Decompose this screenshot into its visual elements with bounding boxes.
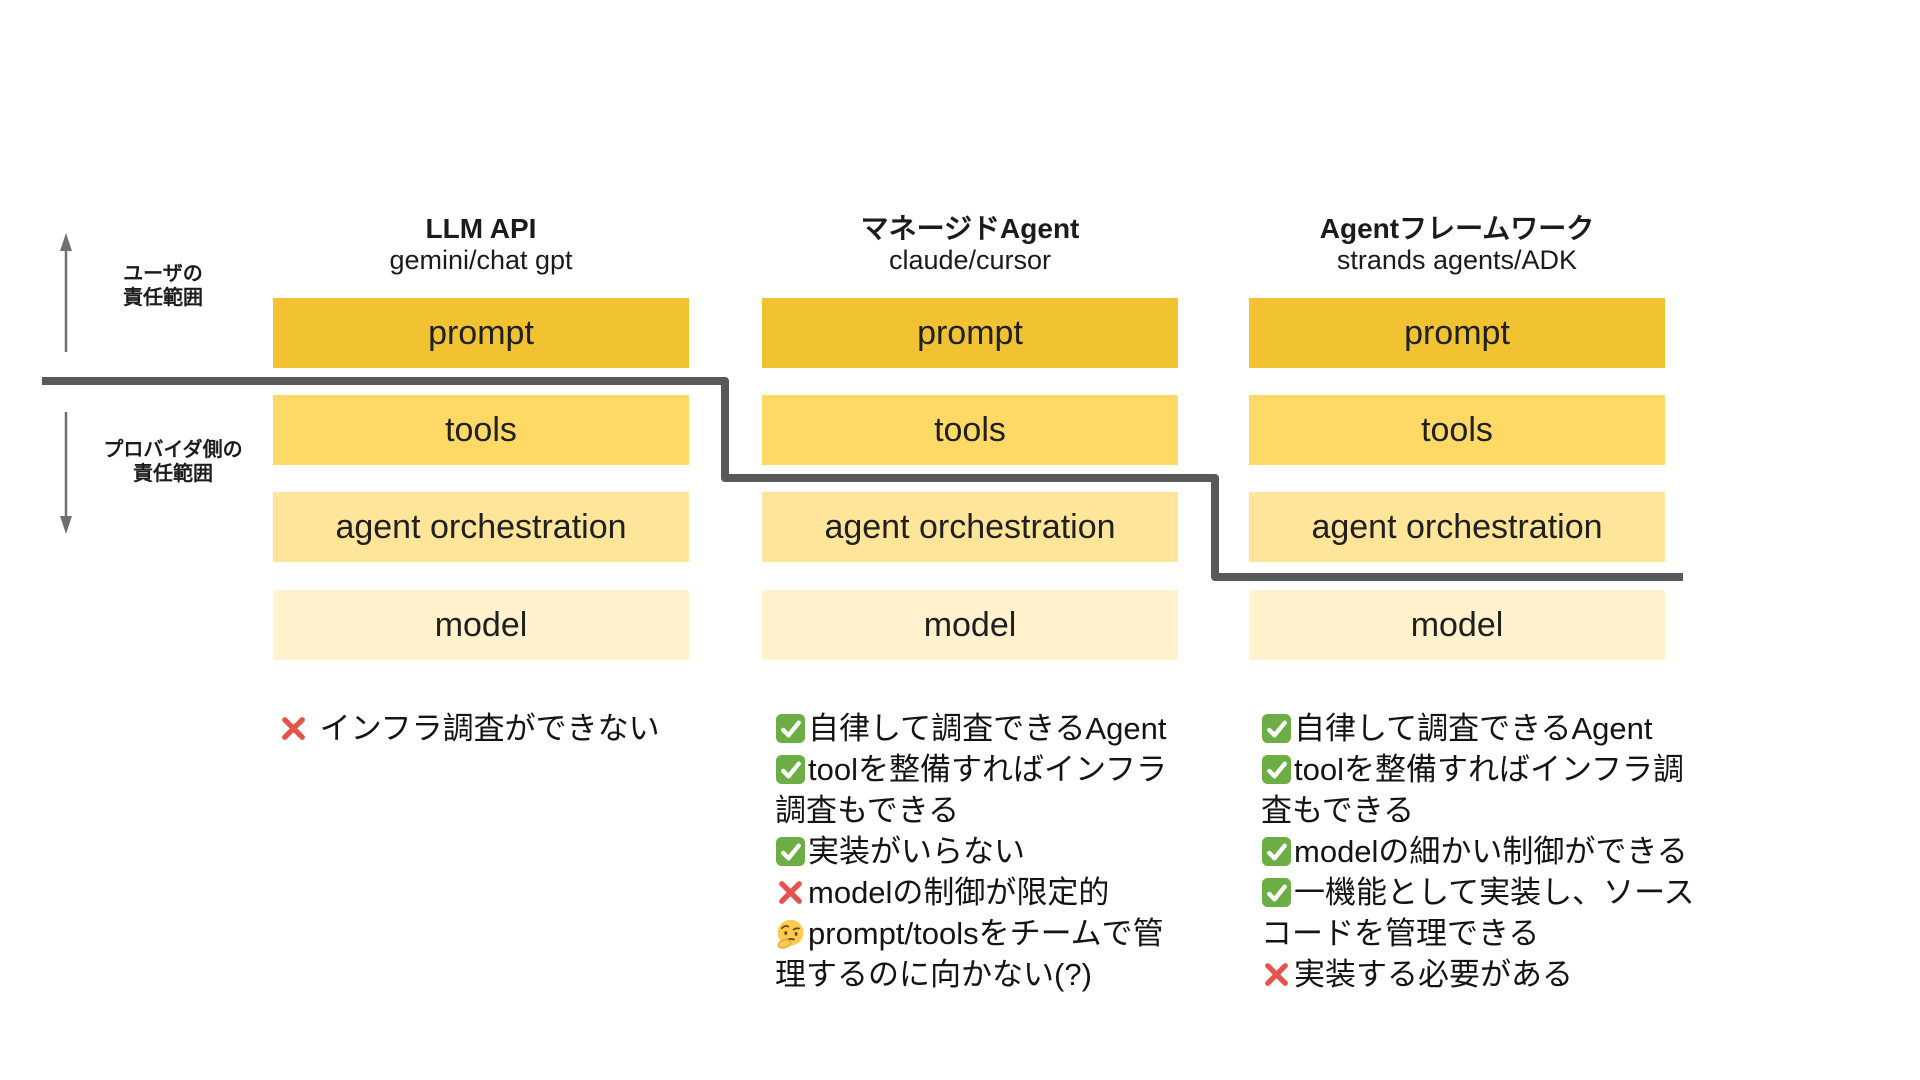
note-item: 自律して調査できるAgent: [775, 708, 1177, 749]
check-icon: [1261, 836, 1292, 867]
note-item: 実装する必要がある: [1261, 954, 1701, 995]
layer-label: tools: [934, 410, 1006, 449]
note-text: 実装がいらない: [808, 834, 1025, 869]
note-text: インフラ調査ができない: [311, 711, 660, 746]
layer-box-model: model: [1249, 590, 1665, 660]
cross-icon: [1261, 959, 1292, 990]
layer-box-agent-orchestration: agent orchestration: [1249, 492, 1665, 562]
provider-responsibility-line2: 責任範囲: [133, 463, 213, 485]
layer-label: agent orchestration: [1311, 507, 1603, 546]
note-text: 実装する必要がある: [1294, 957, 1573, 992]
layer-label: prompt: [1404, 313, 1510, 352]
layer-label: model: [1410, 605, 1504, 644]
note-item: prompt/toolsをチームで管理するのに向かない(?): [775, 913, 1177, 995]
layer-box-model: model: [762, 590, 1178, 660]
note-text: toolを整備すればインフラ調査もできる: [1261, 752, 1685, 828]
user-responsibility-label: ユーザの 責任範囲: [93, 262, 233, 310]
notes-agent-framework: 自律して調査できるAgent toolを整備すればインフラ調査もできる mode…: [1261, 708, 1701, 995]
layer-label: model: [434, 605, 528, 644]
column-subtitle: strands agents/ADK: [1336, 245, 1578, 275]
layer-box-agent-orchestration: agent orchestration: [273, 492, 689, 562]
note-text: modelの制御が限定的: [808, 875, 1110, 910]
note-item: modelの制御が限定的: [775, 872, 1177, 913]
column-subtitle: claude/cursor: [888, 245, 1052, 275]
layer-box-model: model: [273, 590, 689, 660]
column-title: マネージドAgent: [860, 213, 1080, 244]
layer-box-tools: tools: [762, 395, 1178, 465]
layer-label: model: [923, 605, 1017, 644]
column-subtitle: gemini/chat gpt: [389, 245, 573, 275]
column-header: LLM API gemini/chat gpt: [273, 212, 689, 275]
notes-managed-agent: 自律して調査できるAgent toolを整備すればインフラ調査もできる 実装がい…: [775, 708, 1177, 995]
cross-icon: [278, 713, 309, 744]
layer-box-prompt: prompt: [1249, 298, 1665, 368]
note-text: prompt/toolsをチームで管理するのに向かない(?): [775, 916, 1164, 992]
note-text: modelの細かい制御ができる: [1294, 834, 1688, 869]
note-item: 一機能として実装し、ソースコードを管理できる: [1261, 872, 1701, 954]
note-item: modelの細かい制御ができる: [1261, 831, 1701, 872]
cross-icon: [775, 877, 806, 908]
check-icon: [775, 713, 806, 744]
layer-box-tools: tools: [1249, 395, 1665, 465]
check-icon: [775, 836, 806, 867]
down-arrow: [60, 412, 72, 534]
note-item: インフラ調査ができない: [278, 708, 708, 749]
column-title: LLM API: [425, 213, 537, 244]
user-responsibility-line1: ユーザの: [123, 263, 203, 285]
layer-label: agent orchestration: [335, 507, 627, 546]
note-item: 自律して調査できるAgent: [1261, 708, 1701, 749]
provider-responsibility-label: プロバイダ側の 責任範囲: [88, 438, 258, 486]
provider-responsibility-line1: プロバイダ側の: [103, 439, 243, 461]
note-item: 実装がいらない: [775, 831, 1177, 872]
note-text: 一機能として実装し、ソースコードを管理できる: [1261, 875, 1695, 951]
layer-box-tools: tools: [273, 395, 689, 465]
layer-label: prompt: [428, 313, 534, 352]
layer-box-prompt: prompt: [273, 298, 689, 368]
user-responsibility-line2: 責任範囲: [123, 287, 203, 309]
column-header: マネージドAgent claude/cursor: [762, 212, 1178, 275]
thinking-icon: [775, 918, 806, 949]
layer-label: prompt: [917, 313, 1023, 352]
check-icon: [1261, 713, 1292, 744]
layer-label: agent orchestration: [824, 507, 1116, 546]
note-text: 自律して調査できるAgent: [1294, 711, 1653, 746]
check-icon: [1261, 754, 1292, 785]
check-icon: [1261, 877, 1292, 908]
layer-box-prompt: prompt: [762, 298, 1178, 368]
note-text: toolを整備すればインフラ調査もできる: [775, 752, 1168, 828]
layer-box-agent-orchestration: agent orchestration: [762, 492, 1178, 562]
note-item: toolを整備すればインフラ調査もできる: [775, 749, 1177, 831]
check-icon: [775, 754, 806, 785]
notes-llm-api: インフラ調査ができない: [278, 708, 708, 749]
layer-label: tools: [445, 410, 517, 449]
note-item: toolを整備すればインフラ調査もできる: [1261, 749, 1701, 831]
note-text: 自律して調査できるAgent: [808, 711, 1167, 746]
layer-label: tools: [1421, 410, 1493, 449]
up-arrow: [60, 233, 72, 352]
column-header: Agentフレームワーク strands agents/ADK: [1249, 212, 1665, 275]
column-title: Agentフレームワーク: [1319, 213, 1595, 244]
